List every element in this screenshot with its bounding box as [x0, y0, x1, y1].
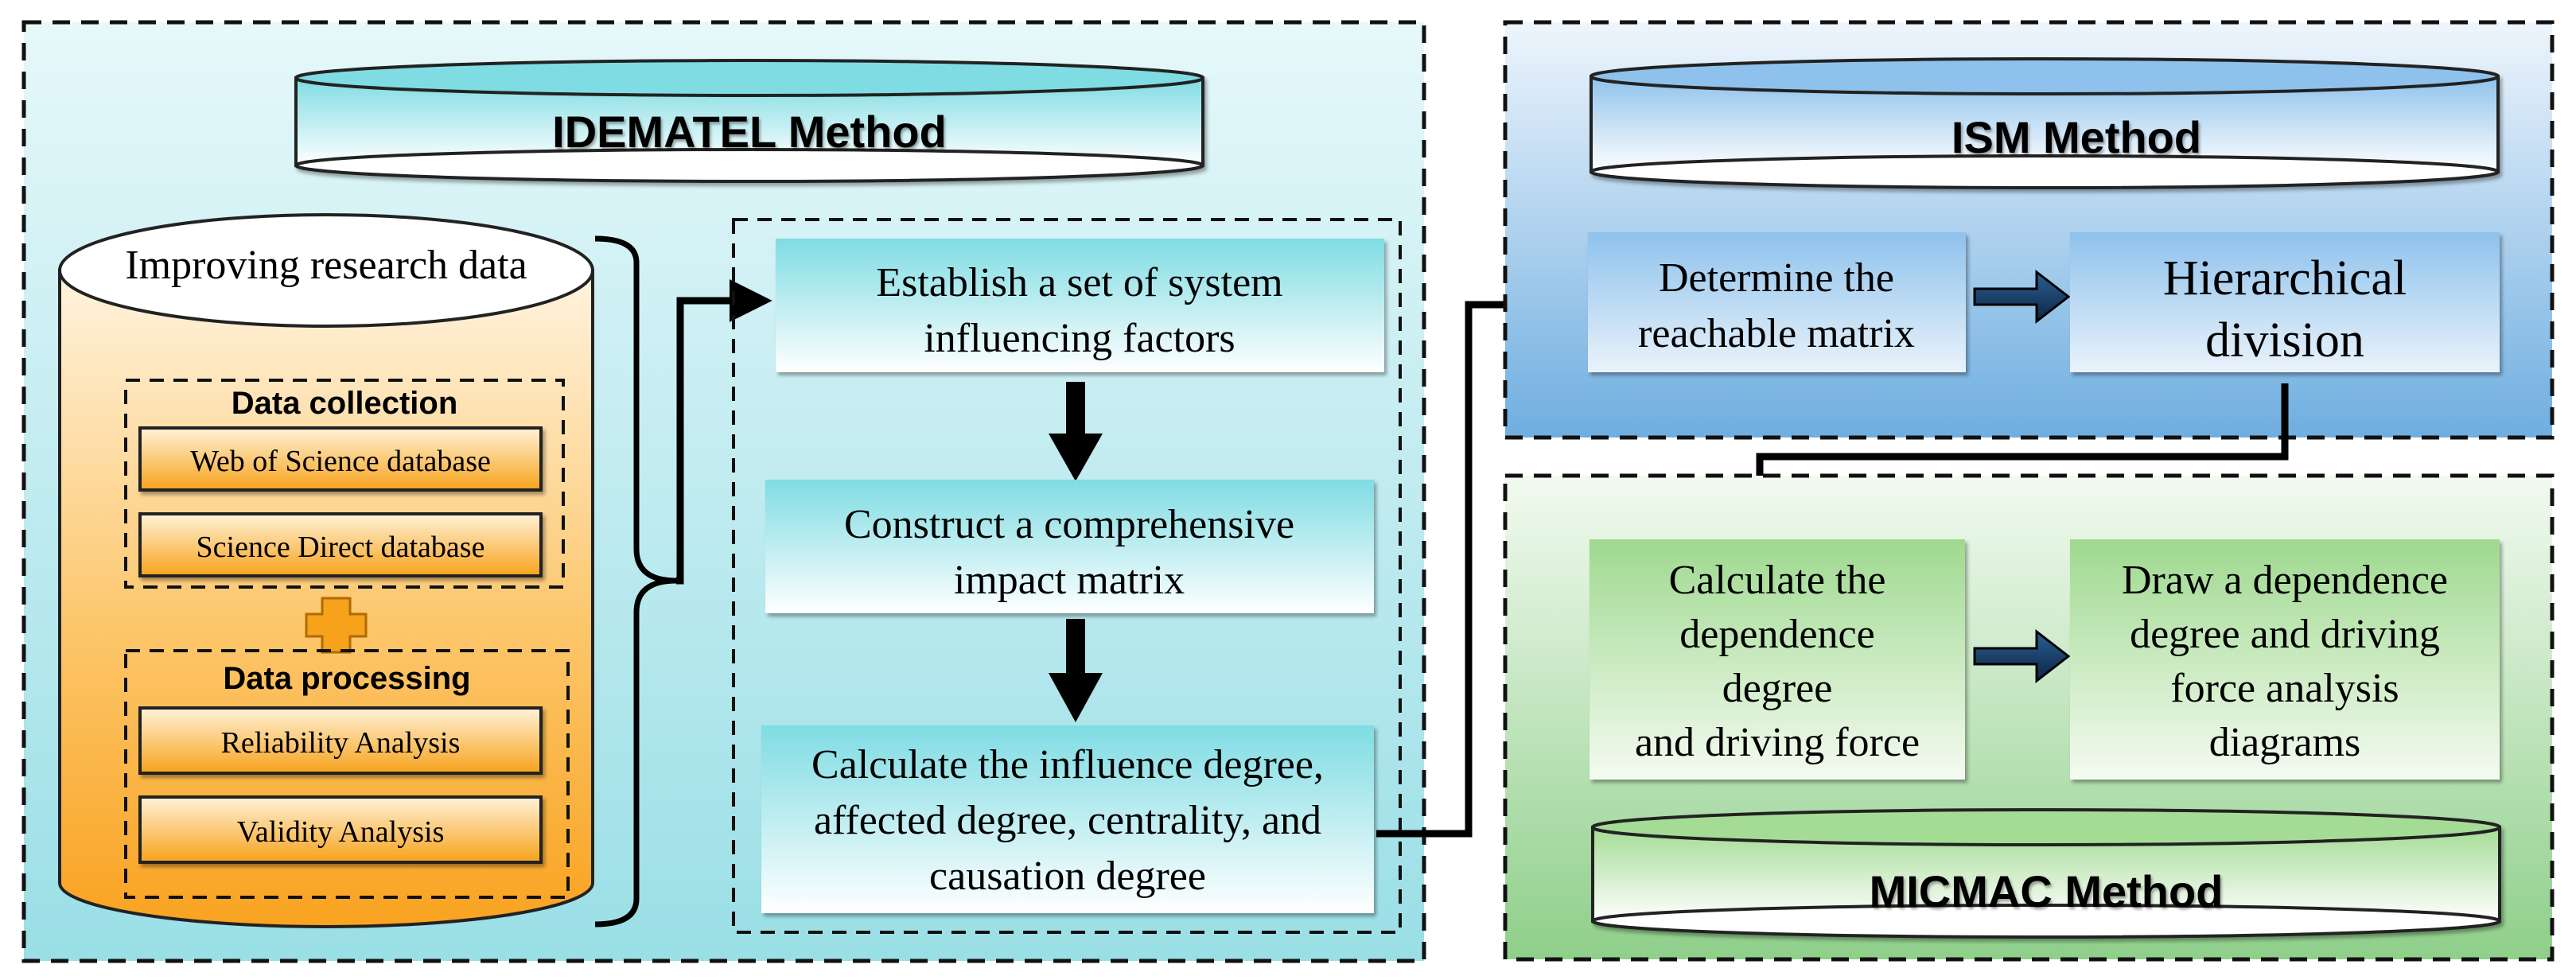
ism-step-1-box	[1588, 232, 1966, 372]
analysis-label-reliability: Reliability Analysis	[221, 726, 461, 760]
ism-step-1-line-1: Determine the	[1659, 255, 1894, 301]
down-arrow-2	[1049, 619, 1103, 722]
idematel-step-2-line-1: Construct a comprehensive	[844, 502, 1294, 547]
ism-step-2-line-1: Hierarchical	[2163, 251, 2407, 305]
micmac-step-1-box	[1590, 539, 1965, 780]
idematel-title-cylinder	[294, 59, 1204, 183]
ism-step-1-line-2: reachable matrix	[1638, 311, 1915, 356]
micmac-step-2-line-1: Draw a dependence	[2122, 558, 2448, 603]
ism-title: ISM Method	[1951, 112, 2201, 162]
data-collection-group	[124, 379, 565, 589]
idematel-title: IDEMATEL Method	[552, 107, 947, 157]
micmac-step-2-line-3: force analysis	[2170, 666, 2399, 711]
idematel-step-1-box	[776, 239, 1384, 372]
down-arrow-1	[1049, 382, 1103, 481]
idematel-step-3-line-3: causation degree	[929, 854, 1206, 899]
micmac-step-1-line-1: Calculate the	[1669, 558, 1886, 603]
analysis-label-validity: Validity Analysis	[237, 815, 445, 849]
idematel-step-1-line-2: influencing factors	[924, 316, 1235, 361]
idematel-step-3-box	[761, 725, 1374, 913]
source-box-science-direct	[138, 512, 543, 578]
idematel-step-2-box	[765, 480, 1374, 613]
analysis-box-validity	[138, 795, 543, 864]
source-label-science-direct: Science Direct database	[197, 531, 485, 564]
ism-step-2-box	[2070, 232, 2500, 372]
research-data-title: Improving research data	[125, 243, 527, 288]
source-label-web-of-science: Web of Science database	[190, 445, 491, 478]
data-processing-group	[124, 649, 570, 899]
analysis-box-reliability	[138, 706, 543, 775]
connector-brace-to-step1	[676, 279, 772, 585]
idematel-step-3-line-1: Calculate the influence degree,	[811, 742, 1324, 788]
idematel-step-3-line-2: affected degree, centrality, and	[814, 798, 1321, 843]
micmac-title-cylinder	[1591, 808, 2501, 939]
micmac-title: MICMAC Method	[1870, 866, 2224, 916]
micmac-step-1-line-2: dependence	[1679, 612, 1874, 657]
micmac-step-1-line-3: degree	[1722, 666, 1833, 711]
ism-step-2-line-2: division	[2205, 313, 2364, 368]
micmac-step-2-line-4: diagrams	[2209, 720, 2361, 765]
ism-title-cylinder	[1590, 57, 2500, 189]
ism-right-arrow	[1973, 269, 2071, 325]
micmac-step-2-line-2: degree and driving	[2130, 612, 2440, 657]
source-box-web-of-science	[138, 426, 543, 492]
idematel-step-1-line-1: Establish a set of system	[876, 260, 1282, 305]
data-collection-title: Data collection	[232, 386, 458, 421]
micmac-right-arrow	[1973, 628, 2071, 684]
micmac-step-2-box	[2070, 539, 2500, 780]
data-processing-title: Data processing	[223, 661, 470, 696]
micmac-step-1-line-4: and driving force	[1635, 720, 1920, 765]
idematel-step-2-line-2: impact matrix	[954, 558, 1185, 603]
